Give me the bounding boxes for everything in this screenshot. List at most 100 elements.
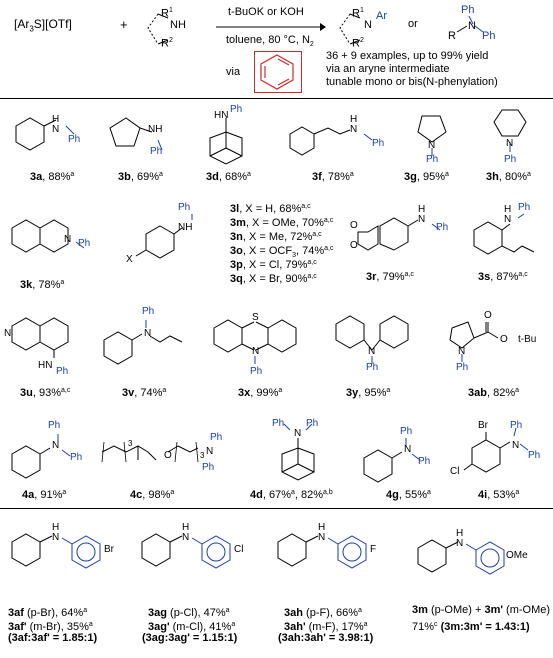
label-ph: Ph [456, 362, 469, 373]
amine-ring [147, 13, 169, 45]
label-s: S [252, 312, 259, 323]
substituent-cl: Cl [234, 544, 244, 555]
caption-4a: 4a, 91%a [22, 489, 67, 501]
label-ph: Ph [250, 366, 263, 377]
substituent-br: Br [104, 544, 114, 555]
conditions-solvent: toluene, 80 °C, N2 [226, 34, 314, 49]
label-h: H [182, 522, 190, 533]
caption-4c: 4c, 98%a [130, 489, 175, 501]
plus-sign: + [120, 17, 128, 32]
structure-3l-series [135, 214, 193, 259]
label-n: N [206, 446, 214, 457]
product2-bonds [456, 15, 484, 33]
label-n: N [418, 214, 426, 225]
label-n: N [144, 328, 152, 339]
label-ph: Ph [142, 306, 155, 317]
structure-4i [463, 427, 529, 473]
caption-4g: 4g, 55%a [386, 489, 431, 501]
label-ph: Ph [518, 202, 531, 213]
aryne-icon [260, 54, 294, 90]
caption-3k: 3k, 78%a [20, 279, 65, 291]
caption-3f: 3f, 78%a [312, 171, 354, 183]
label-n: N [52, 124, 60, 135]
label-n: N [404, 444, 412, 455]
product-r1: R1 [352, 7, 364, 20]
product2-ph: Ph [482, 30, 496, 42]
caption-3a: 3a, 88%a [30, 171, 75, 183]
caption-3af: 3af (p-Br), 64%a [8, 607, 88, 619]
structure-3af [11, 533, 101, 569]
caption-3o: 3o, X = OCF3, 74%a,c [230, 245, 334, 260]
label-n: N [512, 440, 520, 451]
structure-3f [289, 126, 373, 156]
structure-3ab [449, 321, 499, 362]
product2-ph-top: Ph [461, 4, 475, 16]
label-n3: 3 [200, 451, 205, 460]
label-hn: HN [38, 360, 53, 371]
structure-3m-regio [417, 539, 505, 575]
caption-3y: 3y, 95%a [346, 387, 391, 399]
amine-nh: NH [170, 19, 186, 31]
structure-4c [101, 441, 199, 463]
label-n: N [64, 234, 72, 245]
caption-3x: 3x, 99%a [238, 387, 283, 399]
product-ar: Ar [376, 10, 387, 22]
label-ph: Ph [272, 418, 285, 429]
summary-line-3: tunable mono or bis(N-phenylation) [326, 76, 498, 88]
caption-4i: 4i, 53%a [478, 489, 520, 501]
caption-3ah: 3ah (p-F), 66%a [284, 607, 362, 619]
ratio-3m: 71%c (3m:3m' = 1.43:1) [412, 621, 530, 633]
caption-3r: 3r, 79%a,c [366, 271, 414, 283]
label-ph: Ph [400, 426, 413, 437]
caption-3p: 3p, X = Cl, 79%a,c [230, 259, 317, 271]
label-ph: Ph [178, 202, 191, 213]
label-ph: Ph [366, 362, 379, 373]
or-label: or [408, 18, 418, 30]
structure-3x [213, 319, 297, 364]
label-cl: Cl [450, 466, 460, 477]
label-o: O [164, 450, 172, 461]
substituent-f: F [370, 544, 377, 555]
ratio-3ah: (3ah:3ah' = 3.98:1) [278, 632, 374, 644]
label-o: O [350, 220, 358, 231]
structure-3d [209, 118, 243, 165]
label-o: O [500, 334, 508, 345]
label-n3: 3 [128, 439, 133, 448]
label-nh: NH [178, 222, 193, 233]
label-n: N [506, 138, 514, 149]
caption-3b: 3b, 69%a [118, 171, 163, 183]
product-ring [339, 13, 361, 45]
label-ph: Ph [528, 450, 541, 461]
caption-3n: 3n, X = Me, 72%a,c [230, 231, 322, 243]
label-ph: Ph [56, 366, 69, 377]
ratio-3ag: (3ag:3ag' = 1.15:1) [142, 632, 238, 644]
label-h: H [318, 522, 326, 533]
label-n: N [350, 124, 358, 135]
caption-3af-prime: 3af' (m-Br), 35%a [8, 621, 93, 633]
label-ph: Ph [436, 222, 449, 233]
label-ph: Ph [70, 452, 83, 463]
structure-3h [493, 109, 527, 152]
label-h: H [504, 204, 512, 215]
label-ph: Ph [372, 138, 385, 149]
structure-4d [281, 423, 315, 481]
label-n: N [368, 346, 376, 357]
product-r2: R2 [352, 37, 364, 50]
structure-3y [335, 315, 409, 364]
label-n: N [252, 346, 260, 357]
caption-4d: 4d, 67%a, 82%a,b [250, 489, 333, 501]
label-n: N [456, 538, 464, 549]
substituent-ome: OMe [506, 550, 528, 561]
structure-4a [11, 434, 71, 479]
label-ph: Ph [78, 238, 91, 249]
caption-3ag: 3ag (p-Cl), 47%a [148, 607, 230, 619]
caption-3m-regio: 3m (p-OMe) + 3m' (m-OMe) [412, 604, 551, 616]
label-ph: Ph [426, 154, 439, 165]
caption-3m: 3m, X = OMe, 70%a,c [230, 217, 334, 229]
label-ph: Ph [418, 456, 431, 467]
label-ph: Ph [230, 104, 243, 115]
label-ph: Ph [48, 420, 61, 431]
structure-3ah [277, 533, 367, 569]
label-ph: Ph [150, 146, 163, 157]
label-n: N [52, 532, 60, 543]
